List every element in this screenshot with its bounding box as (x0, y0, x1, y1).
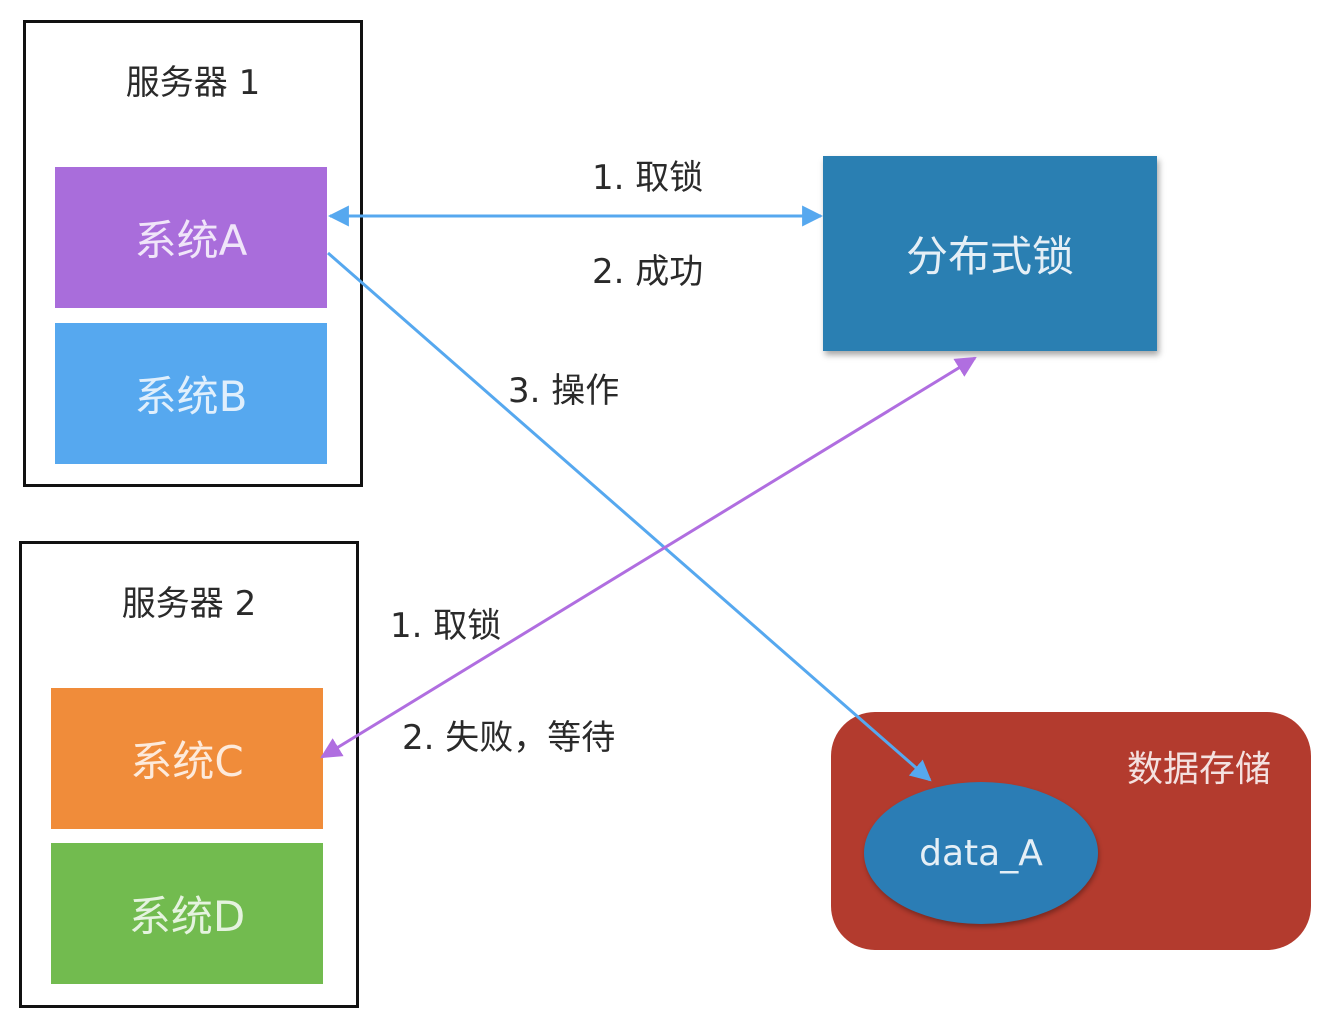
distributed-lock[interactable]: 分布式锁 (823, 156, 1157, 351)
server-2-title: 服务器 2 (121, 584, 257, 624)
system-c[interactable]: 系统C (51, 688, 323, 829)
arrow-a-data (327, 251, 932, 782)
system-d[interactable]: 系统D (51, 843, 323, 984)
label-a-step3: 3. 操作 (508, 371, 620, 411)
arrow-c-lock (320, 356, 977, 759)
label-a-step2: 2. 成功 (592, 252, 704, 292)
label-c-step2: 2. 失败，等待 (402, 718, 616, 758)
label-c-step1: 1. 取锁 (390, 606, 502, 646)
system-a[interactable]: 系统A (55, 167, 327, 308)
data-storage-title: 数据存储 (1126, 749, 1271, 790)
data-a-node[interactable]: data_A (864, 782, 1098, 924)
label-a-step1: 1. 取锁 (592, 158, 704, 198)
server-1-title: 服务器 1 (125, 63, 261, 103)
system-b[interactable]: 系统B (55, 323, 327, 464)
